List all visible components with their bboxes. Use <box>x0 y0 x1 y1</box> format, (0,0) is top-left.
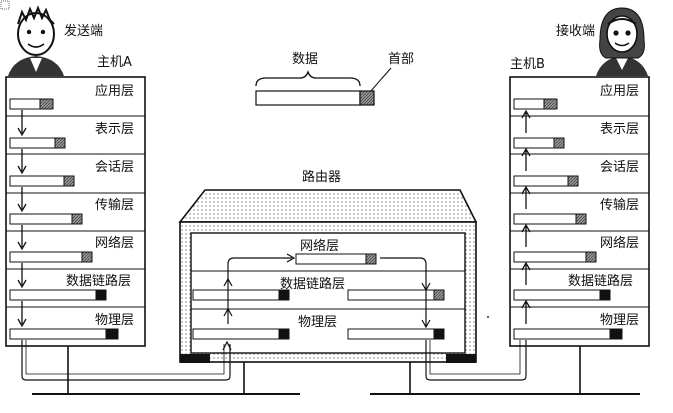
sender-layer-transport: 传输层 <box>95 197 134 213</box>
sender-layer-network: 网络层 <box>95 235 134 251</box>
packet-header-label: 首部 <box>388 52 414 67</box>
sender-avatar <box>8 5 64 76</box>
receiver-packet-presentation <box>513 137 565 149</box>
sender-role-label: 发送端 <box>64 23 103 39</box>
legend-packet <box>255 90 375 106</box>
header-pointer <box>369 67 392 93</box>
receiver-layer-presentation: 表示层 <box>600 122 639 137</box>
network-bus-right <box>370 346 640 395</box>
router-packet-datalink-out <box>347 289 445 301</box>
sender-layer-datalink: 数据链路层 <box>66 273 131 289</box>
signal-path-router-to-b-inner <box>429 340 521 375</box>
sender-layer-session: 会话层 <box>95 160 134 175</box>
receiver-layer-datalink: 数据链路层 <box>568 273 633 289</box>
router-packet-physical-out <box>347 328 445 340</box>
receiver-layer-network: 网络层 <box>600 235 639 251</box>
sender-packet-physical <box>9 328 119 340</box>
receiver-role-label: 接收端 <box>556 23 595 39</box>
receiver-packet-network <box>513 251 597 263</box>
sender-host-label: 主机A <box>97 55 132 70</box>
receiver-layer-application: 应用层 <box>600 83 639 99</box>
receiver-layer-physical: 物理层 <box>600 313 639 328</box>
sender-stack <box>5 76 146 347</box>
network-bus-left <box>32 346 300 395</box>
router-layer-datalink: 数据链路层 <box>280 276 345 292</box>
sender-packet-session <box>9 175 75 187</box>
signal-arrowhead-router-in <box>222 340 232 351</box>
router-packet-datalink-in <box>192 289 290 301</box>
sender-packet-datalink <box>9 289 107 301</box>
sender-packet-network <box>9 251 93 263</box>
receiver-packet-session <box>513 175 579 187</box>
router-layer-network: 网络层 <box>300 238 339 254</box>
receiver-packet-physical <box>513 328 623 340</box>
receiver-layer-transport: 传输层 <box>600 197 639 213</box>
corner-marker <box>0 0 10 10</box>
sender-down-arrows <box>17 110 27 328</box>
signal-path-a-to-router-inner <box>25 340 225 375</box>
signal-path-router-to-b <box>425 340 527 381</box>
data-brace <box>255 69 361 87</box>
sender-packet-presentation <box>9 137 66 149</box>
signal-path-a-to-router <box>21 340 231 381</box>
receiver-layer-session: 会话层 <box>600 160 639 175</box>
stray-dot <box>487 316 489 318</box>
router-packet-physical-in <box>192 328 290 340</box>
sender-layer-presentation: 表示层 <box>95 122 134 137</box>
receiver-avatar <box>596 7 648 76</box>
router-title: 路由器 <box>302 169 341 185</box>
receiver-packet-datalink <box>513 289 611 301</box>
router-flow-arrows <box>223 253 431 329</box>
router-layer-physical: 物理层 <box>298 315 337 330</box>
receiver-packet-transport <box>513 213 587 225</box>
sender-packet-transport <box>9 213 83 225</box>
receiver-packet-application <box>513 98 558 110</box>
packet-data-label: 数据 <box>292 52 318 67</box>
receiver-host-label: 主机B <box>510 57 545 72</box>
router-packet-network <box>295 253 377 265</box>
sender-layer-application: 应用层 <box>95 83 134 99</box>
receiver-up-arrows <box>521 109 531 324</box>
sender-layer-physical: 物理层 <box>95 313 134 328</box>
sender-packet-application <box>9 98 54 110</box>
